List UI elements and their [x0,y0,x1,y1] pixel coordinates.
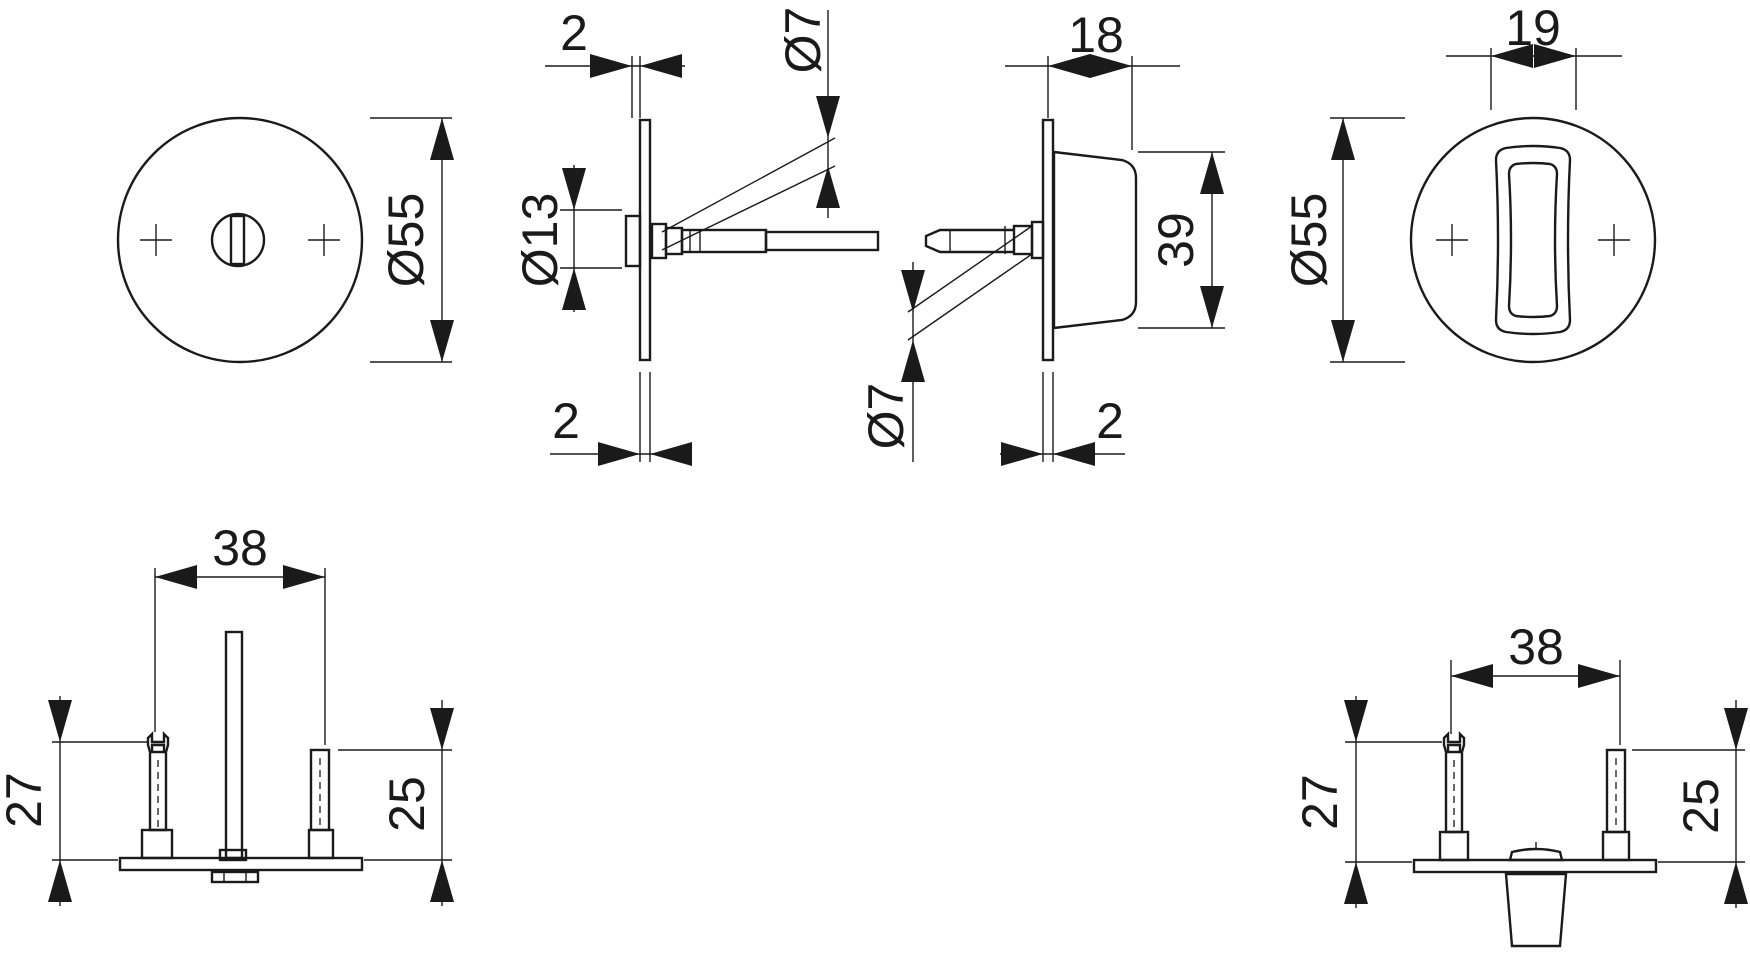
dimension-projection-18: 18 [1005,7,1180,150]
dim-label-thickness-bottom: 2 [552,393,580,449]
mounting-post-right-25 [307,748,335,860]
spindle-nut [650,222,668,260]
dimension-length-25-right: 25 [1632,700,1748,908]
view-mounting-slotted: 38 27 25 [0,520,454,906]
screw-hole-knob-left [1436,224,1468,256]
mounting-post-left-27 [140,731,174,860]
base-plate-left [118,856,364,872]
dim-label-25-right: 25 [1673,778,1729,834]
view-escutcheon-slotted-front: Ø55 [116,116,454,364]
dimension-diameter-7-bottom: Ø7 [858,225,1033,462]
dim-label-dia7-top: Ø7 [775,7,831,74]
knob-grip-bottom [1504,872,1568,948]
spindle-washer [218,848,248,862]
dim-label-spacing-right: 38 [1508,619,1564,675]
dim-label-25-left: 25 [379,776,435,832]
screw-hole-knob-right [1598,224,1630,256]
dimension-length-25-left: 25 [338,700,454,906]
rosette-plate-side-knob [1041,118,1055,362]
dimension-thickness-2-top: 2 [545,5,685,118]
dim-label-height-39: 39 [1148,212,1204,268]
dimension-diameter-13: Ø13 [512,165,622,312]
knob-hub-top [1508,847,1564,862]
knob-spindle-nut [1030,220,1045,260]
spindle-long [224,630,244,860]
dimension-diameter-55-right: Ø55 [1281,117,1405,363]
dim-label-27-right: 27 [1292,774,1348,830]
dim-label-thickness-top: 2 [560,5,588,61]
knob-spindle-shaft [924,228,1014,254]
dim-label-spacing-left: 38 [212,520,268,576]
knob-rosette-outline [1409,116,1657,364]
mounting-post-right-view-27 [1438,731,1470,862]
dimension-thickness-2-right: 2 [1000,372,1125,466]
dim-label-dia55-right: Ø55 [1281,193,1337,288]
slot-screw-head [210,870,260,884]
knob-grip-inner [1507,161,1559,319]
dimension-diameter-55-left: Ø55 [370,117,454,363]
base-plate-right [1412,858,1658,874]
dimension-grip-width-19: 19 [1446,0,1622,110]
dim-label-thickness-right: 2 [1096,393,1124,449]
dim-label-27-left: 27 [0,772,52,828]
rosette-plate-side [638,118,652,362]
dim-label-projection-18: 18 [1068,7,1124,63]
spindle-coupling [680,228,768,254]
escutcheon-rosette-outline [116,116,364,364]
dim-label-dia7-bottom: Ø7 [858,383,914,450]
dimension-length-27-right: 27 [1292,696,1442,908]
dimension-spacing-38-left: 38 [154,520,326,745]
knob-spindle-sleeve [1012,224,1034,256]
emergency-release-slot-disc [210,212,266,268]
dimension-spacing-38-right: 38 [1450,619,1621,745]
screw-hole-right [308,224,340,256]
dimension-diameter-7-top: Ø7 [661,7,840,251]
emergency-release-slot [229,214,246,266]
dimension-thickness-2-bottom: 2 [550,372,692,466]
screw-hole-left [140,224,172,256]
collar-13 [624,214,642,268]
dimension-length-27-left: 27 [0,696,148,906]
view-knob-front: 19 Ø55 [1281,0,1657,364]
spindle-shaft [764,230,880,252]
dim-label-dia13: Ø13 [512,193,568,288]
dimension-height-39: 39 [1138,151,1225,329]
dim-label-dia55-left: Ø55 [378,193,434,288]
knob-grip-side [1052,150,1138,330]
dim-label-grip-19: 19 [1505,0,1561,56]
view-mounting-knob: 38 27 25 [1292,619,1748,948]
view-knob-side: 18 39 2 Ø7 [858,7,1225,466]
mounting-post-right-view-25 [1601,748,1631,862]
knob-grip-outer [1494,144,1572,336]
view-slotted-side: 2 2 Ø13 Ø7 [512,5,880,466]
